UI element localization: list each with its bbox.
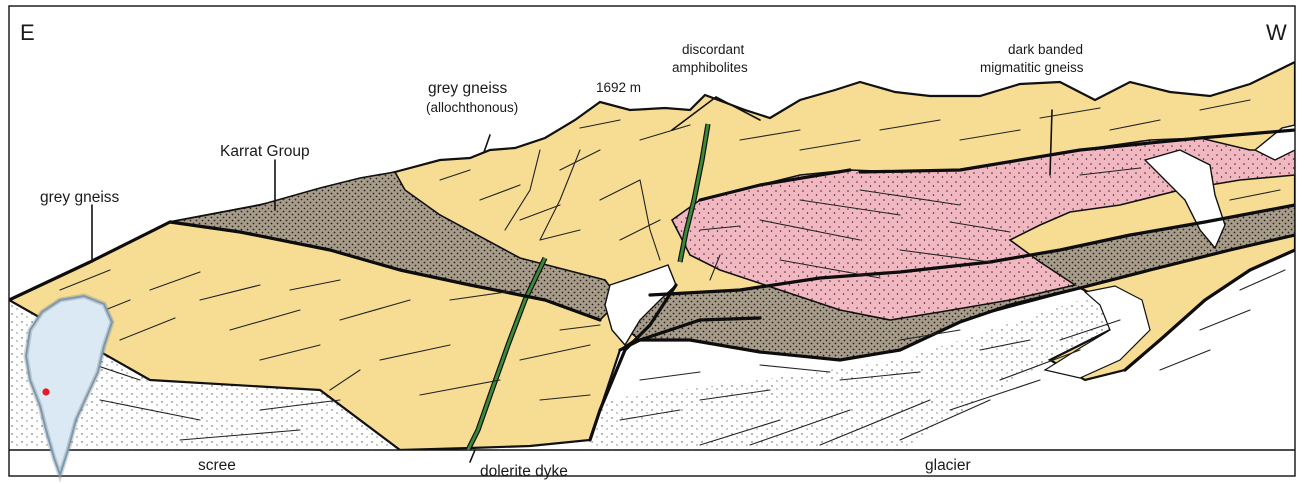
label-discordant: discordant — [682, 42, 745, 57]
label-dolerite-dyke: dolerite dyke — [480, 463, 568, 480]
label-dark-banded: dark banded — [1008, 42, 1083, 57]
label-west: W — [1266, 20, 1287, 45]
label-allochthonous: (allochthonous) — [426, 100, 518, 115]
label-migmatitic-gneiss: migmatitic gneiss — [980, 60, 1084, 75]
label-altitude: 1692 m — [596, 80, 641, 95]
label-scree: scree — [198, 457, 236, 474]
label-glacier: glacier — [925, 457, 971, 474]
label-amphibolites: amphibolites — [672, 60, 748, 75]
label-grey-gneiss-allochthonous: grey gneiss — [428, 80, 508, 97]
label-east: E — [20, 20, 35, 45]
location-dot — [42, 388, 49, 395]
label-karrat-group: Karrat Group — [220, 143, 310, 160]
label-grey-gneiss-left: grey gneiss — [40, 189, 120, 206]
